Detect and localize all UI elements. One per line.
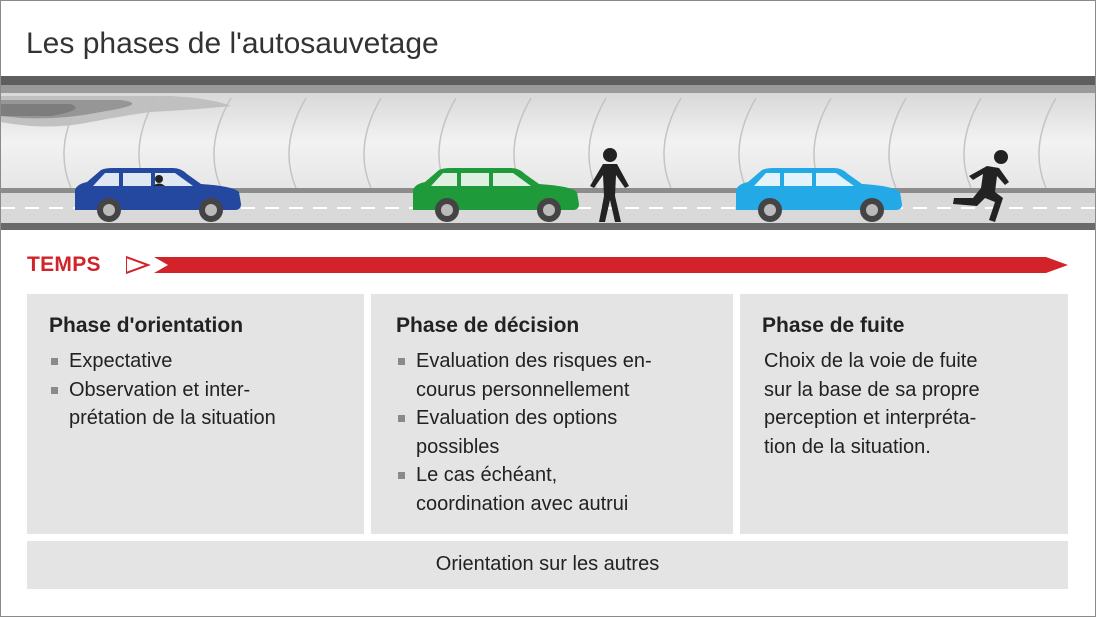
phase-orientation-panel: Phase d'orientation Expectative Observat… bbox=[27, 294, 364, 534]
running-person-icon bbox=[953, 150, 1009, 222]
list-item: Observation et inter- prétation de la si… bbox=[49, 376, 354, 433]
list-item: Le cas échéant, coordination avec autrui bbox=[396, 461, 723, 518]
standing-person-icon bbox=[590, 148, 629, 222]
timeline-arrow bbox=[126, 256, 1068, 274]
car-light-blue-icon bbox=[736, 168, 902, 222]
bullet-icon bbox=[398, 415, 405, 422]
bullet-icon bbox=[51, 386, 58, 394]
footer-banner: Orientation sur les autres bbox=[27, 541, 1068, 589]
tunnel-illustration bbox=[1, 76, 1095, 236]
page-title: Les phases de l'autosauvetage bbox=[26, 27, 439, 60]
bullet-icon bbox=[398, 358, 405, 365]
bullet-icon bbox=[51, 358, 58, 365]
phase-decision-panel: Phase de décision Evaluation des risques… bbox=[371, 294, 733, 534]
phase-decision-list: Evaluation des risques en- courus person… bbox=[396, 347, 723, 518]
list-item: Expectative bbox=[49, 347, 354, 376]
phase-orientation-list: Expectative Observation et inter- prétat… bbox=[49, 347, 354, 433]
phase-orientation-heading: Phase d'orientation bbox=[49, 314, 244, 337]
phase-escape-heading: Phase de fuite bbox=[762, 314, 905, 337]
timeline-label: TEMPS bbox=[27, 253, 101, 276]
smoke-cloud bbox=[1, 96, 231, 127]
phase-escape-panel: Phase de fuite Choix de la voie de fuite… bbox=[740, 294, 1068, 534]
bullet-icon bbox=[398, 472, 405, 479]
list-item: Evaluation des risques en- courus person… bbox=[396, 347, 723, 404]
phase-decision-heading: Phase de décision bbox=[396, 314, 580, 337]
list-item: Evaluation des options possibles bbox=[396, 404, 723, 461]
phase-escape-text: Choix de la voie de fuite sur la base de… bbox=[764, 350, 980, 458]
car-green-icon bbox=[413, 168, 579, 222]
car-blue-icon bbox=[75, 168, 241, 222]
